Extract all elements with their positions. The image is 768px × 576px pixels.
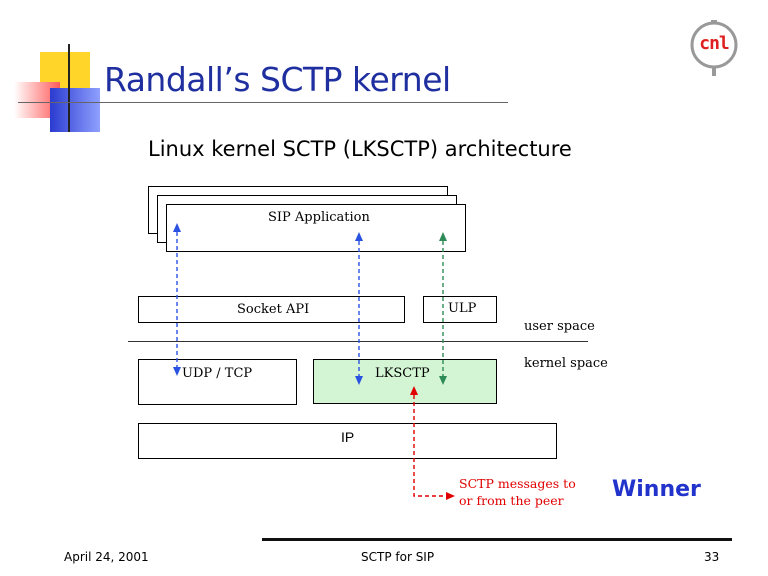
- ulp-app-arrow-head-up: [439, 232, 447, 241]
- decor-vertical-line: [68, 44, 70, 132]
- space-divider: [128, 341, 588, 342]
- peer-label-line1: SCTP messages to: [459, 476, 576, 491]
- footer-rule: [262, 538, 732, 541]
- logo-text: cnl: [699, 33, 730, 54]
- winner-label: Winner: [612, 477, 701, 502]
- ip-label: IP: [341, 429, 355, 445]
- peer-arrow: [413, 395, 446, 497]
- decor-horizontal-line: [18, 102, 508, 103]
- peer-arrow-head-up: [410, 386, 418, 395]
- ulp-box: [423, 296, 497, 323]
- peer-label-line2: or from the peer: [459, 493, 564, 508]
- udp-app-arrow-head-down: [173, 367, 181, 376]
- udp-tcp-label: UDP / TCP: [182, 366, 253, 381]
- footer-center: SCTP for SIP: [361, 550, 435, 564]
- slide-subtitle: Linux kernel SCTP (LKSCTP) architecture: [148, 137, 572, 161]
- lksctp-label: LKSCTP: [375, 366, 430, 381]
- socket-api-box: [138, 296, 405, 323]
- sip-app-label: SIP Application: [268, 210, 370, 225]
- lksctp-app-arrow-head-up: [355, 232, 363, 241]
- footer-page-number: 33: [704, 550, 720, 564]
- peer-arrow-head-right: [446, 492, 455, 500]
- user-space-label: user space: [524, 319, 595, 334]
- lksctp-app-arrow-head-down: [355, 376, 363, 385]
- decor-blue-square: [50, 88, 100, 132]
- sip-app-box: [166, 204, 466, 252]
- udp-tcp-box: [138, 359, 297, 405]
- udp-app-arrow-head-up: [173, 223, 181, 232]
- lksctp-box: [313, 359, 497, 404]
- ulp-app-arrow-head-down: [439, 376, 447, 385]
- socket-api-label: Socket API: [237, 302, 310, 317]
- kernel-space-label: kernel space: [524, 356, 608, 371]
- cnl-logo: cnl: [687, 20, 741, 78]
- ip-box: [138, 423, 557, 459]
- ulp-label: ULP: [448, 301, 477, 316]
- footer-date: April 24, 2001: [64, 550, 149, 564]
- slide-title: Randall’s SCTP kernel: [104, 60, 451, 99]
